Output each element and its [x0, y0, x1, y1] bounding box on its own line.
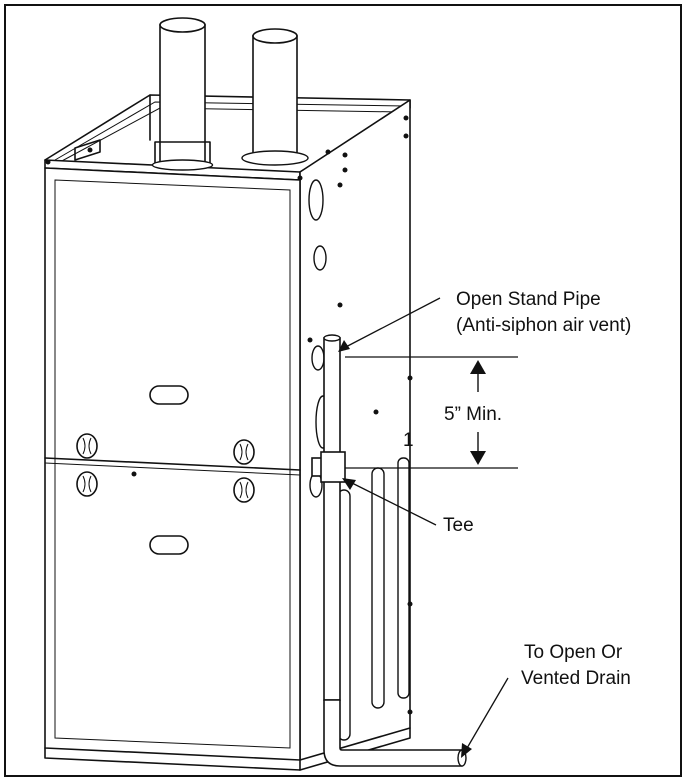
figure-border	[4, 4, 682, 777]
drain-stand-pipe	[323, 334, 341, 701]
stand-pipe-leader	[339, 297, 441, 351]
drain-arrowhead	[461, 743, 472, 758]
stand-pipe-arrowhead	[338, 340, 350, 352]
panel-mark: 1	[403, 430, 414, 451]
tee-arrowhead	[342, 478, 356, 490]
lower-door-handle	[149, 535, 189, 555]
top-bracket	[74, 139, 101, 161]
drain-label-line2: Vented Drain	[521, 668, 631, 689]
stand-pipe-label-line1: Open Stand Pipe	[456, 289, 601, 310]
side-panel-knockouts	[308, 179, 331, 498]
drain-label-line1: To Open Or	[524, 642, 623, 663]
vent-pipe-left	[151, 17, 214, 171]
side-panel-slots	[337, 457, 410, 741]
rivet-dots	[45, 115, 413, 715]
tee-fitting	[311, 451, 346, 483]
tee-leader	[345, 479, 437, 526]
dimension-indicator	[345, 356, 518, 469]
door-latch-icon	[76, 433, 255, 503]
dimension-label: 5” Min.	[444, 404, 502, 425]
furnace-cabinet	[44, 94, 411, 771]
vent-pipe-right	[241, 28, 309, 166]
upper-door-handle	[149, 385, 189, 405]
stand-pipe-label-line2: (Anti-siphon air vent)	[456, 315, 631, 336]
tee-label: Tee	[443, 515, 474, 536]
drain-leader	[462, 677, 509, 756]
